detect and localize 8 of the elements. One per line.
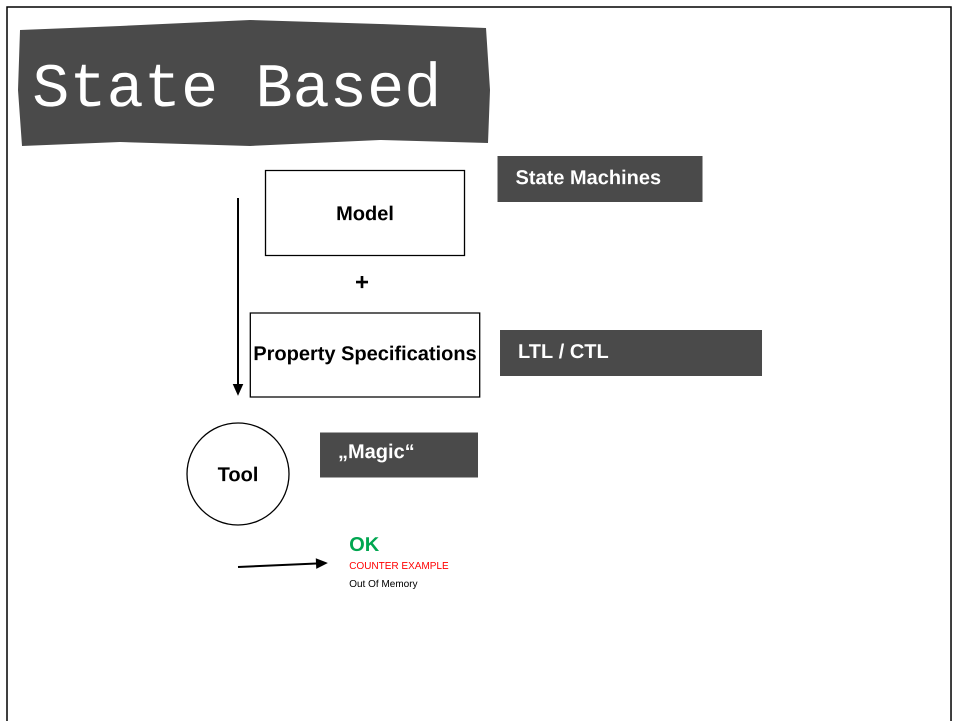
result-list: OK COUNTER EXAMPLE Out Of Memory — [350, 536, 448, 590]
torn-tag: LTL / CTL — [500, 330, 762, 376]
torn-tag: State Machines — [498, 156, 702, 202]
torn-tag: „Magic“ — [320, 432, 478, 478]
process-box: Model — [264, 170, 466, 256]
title-banner: State Based — [18, 20, 490, 146]
plus-sign: + — [356, 276, 368, 288]
process-box: Property Specifications — [250, 312, 480, 398]
